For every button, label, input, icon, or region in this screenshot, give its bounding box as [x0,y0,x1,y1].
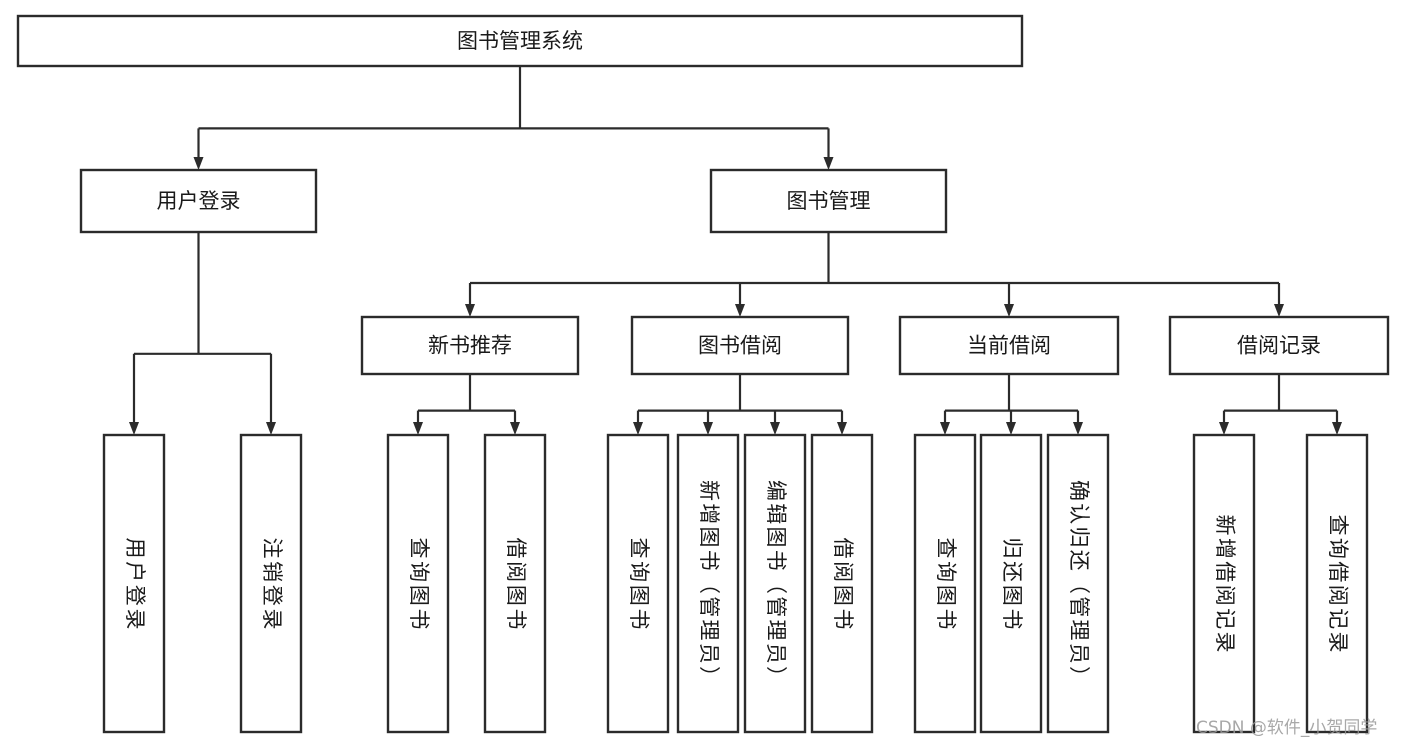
edge-arrowhead [735,304,745,317]
node-label-leaf-edit-book: 编辑图书（管理员） [764,480,788,687]
node-label-borrow-record: 借阅记录 [1237,334,1321,358]
node-leaf-query-book-cur[interactable]: 查询图书 [913,433,977,734]
node-leaf-return-book[interactable]: 归还图书 [979,433,1043,734]
csdn-watermark: CSDN @软件_小贺同学 [1196,718,1377,738]
edge-arrowhead [1006,422,1016,435]
node-box-new-book-rec [360,315,580,376]
edge-arrowhead [129,422,139,435]
edge-arrowhead [837,422,847,435]
node-label-leaf-add-book: 新增图书（管理员） [697,480,721,687]
node-leaf-logout[interactable]: 注销登录 [239,433,303,734]
edge-arrowhead [1004,304,1014,317]
node-label-new-book-rec: 新书推荐 [428,334,512,358]
node-box-leaf-borrow-book-rec [483,433,547,734]
node-label-current-borrow: 当前借阅 [967,334,1051,358]
node-box-book-borrow [630,315,850,376]
edge-arrowhead [770,422,780,435]
node-leaf-query-record[interactable]: 查询借阅记录 [1305,433,1369,734]
node-box-leaf-user-login [102,433,166,734]
edge-arrowhead [703,422,713,435]
node-box-leaf-query-book-cur [913,433,977,734]
node-box-current-borrow [898,315,1120,376]
edge-arrowhead [823,157,834,170]
node-box-leaf-query-book-borrow [606,433,670,734]
node-label-book-manage: 图书管理 [787,189,871,213]
edge-arrowhead [1219,422,1229,435]
node-root[interactable]: 图书管理系统 [16,14,1024,68]
node-box-user-login [79,168,318,234]
node-user-login[interactable]: 用户登录 [79,168,318,234]
node-current-borrow[interactable]: 当前借阅 [898,315,1120,376]
node-box-leaf-borrow-book [810,433,874,734]
edge-arrowhead [1274,304,1284,317]
node-box-book-manage [709,168,948,234]
node-borrow-record[interactable]: 借阅记录 [1168,315,1390,376]
node-label-user-login: 用户登录 [157,189,241,213]
node-box-leaf-add-record [1192,433,1256,734]
node-leaf-query-book-rec[interactable]: 查询图书 [386,433,450,734]
node-leaf-user-login[interactable]: 用户登录 [102,433,166,734]
node-new-book-rec[interactable]: 新书推荐 [360,315,580,376]
node-label-book-borrow: 图书借阅 [698,334,782,358]
node-box-leaf-return-book [979,433,1043,734]
node-leaf-edit-book[interactable]: 编辑图书（管理员） [743,433,807,734]
node-box-leaf-query-record [1305,433,1369,734]
node-label-leaf-confirm-return: 确认归还（管理员） [1067,480,1091,687]
node-book-borrow[interactable]: 图书借阅 [630,315,850,376]
node-leaf-add-book[interactable]: 新增图书（管理员） [676,433,740,734]
node-leaf-borrow-book[interactable]: 借阅图书 [810,433,874,734]
nodes-layer: 图书管理系统用户登录图书管理新书推荐图书借阅当前借阅借阅记录用户登录注销登录查询… [16,14,1390,734]
edge-arrowhead [510,422,520,435]
edge-arrowhead [1073,422,1083,435]
node-box-leaf-edit-book [743,433,807,734]
node-box-leaf-confirm-return [1046,433,1110,734]
edge-arrowhead [413,422,423,435]
edge-arrowhead [266,422,276,435]
node-box-borrow-record [1168,315,1390,376]
edges-layer [129,66,1342,435]
node-leaf-borrow-book-rec[interactable]: 借阅图书 [483,433,547,734]
edge-arrowhead [633,422,643,435]
node-leaf-query-book-borrow[interactable]: 查询图书 [606,433,670,734]
node-book-manage[interactable]: 图书管理 [709,168,948,234]
node-box-leaf-query-book-rec [386,433,450,734]
edge-arrowhead [1332,422,1342,435]
node-label-root: 图书管理系统 [457,29,583,53]
node-box-leaf-add-book [676,433,740,734]
node-box-leaf-logout [239,433,303,734]
node-leaf-confirm-return[interactable]: 确认归还（管理员） [1046,433,1110,734]
node-box-root [16,14,1024,68]
watermark-layer: CSDN @软件_小贺同学 [1196,718,1377,738]
edge-arrowhead [940,422,950,435]
edge-arrowhead [193,157,204,170]
node-leaf-add-record[interactable]: 新增借阅记录 [1192,433,1256,734]
edge-arrowhead [465,304,475,317]
